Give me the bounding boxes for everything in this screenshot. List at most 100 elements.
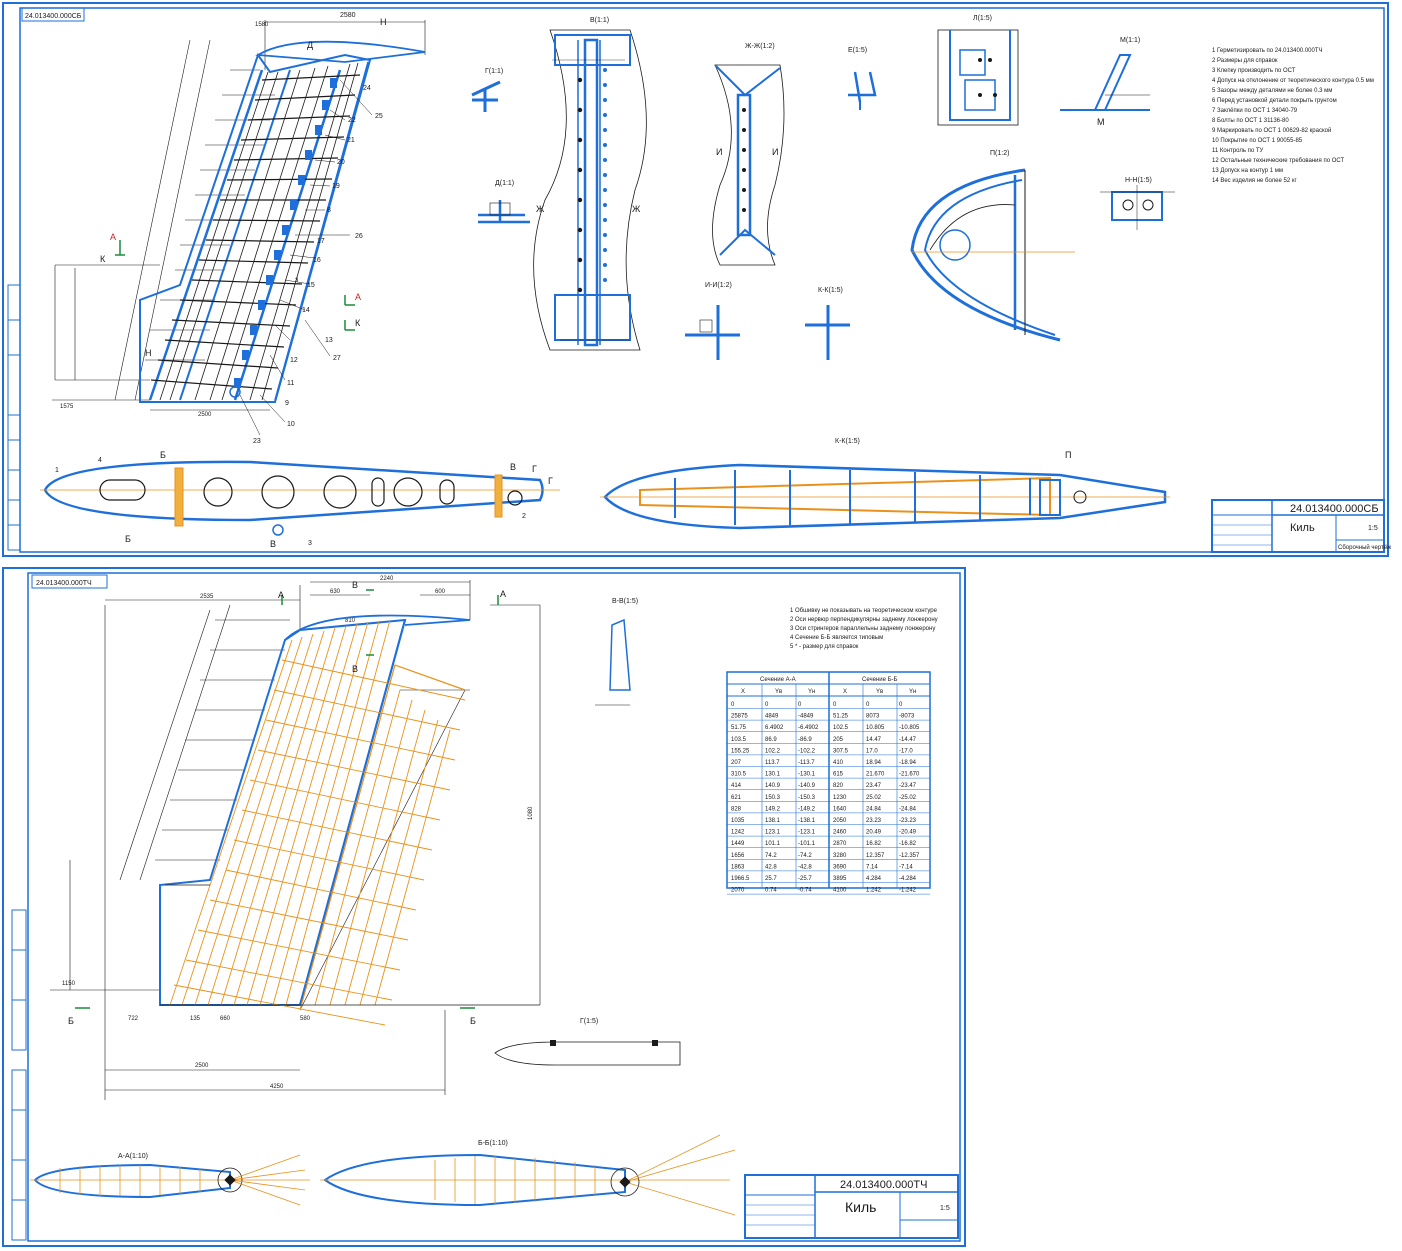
table-cell: 828 (731, 806, 742, 812)
callout-13: 13 (325, 337, 333, 344)
callout-1: 1 (55, 467, 59, 474)
table-cell: 307.5 (833, 748, 849, 754)
sheet-1-inner-border (19, 7, 1385, 553)
dim-1080: 1080 (528, 806, 534, 820)
table-cell: 12.357 (866, 853, 885, 859)
table-cell: 18.94 (866, 760, 882, 766)
table-cell: 25.7 (765, 876, 777, 882)
dim-2500: 2500 (195, 1063, 209, 1069)
table-cell: -6.4902 (798, 725, 819, 731)
dim-2500: 2500 (198, 412, 212, 418)
section-letter-a: А (110, 232, 116, 242)
note-8: 8 Болты по ОСТ 1 31136-80 (1212, 118, 1289, 124)
dim-1575: 1575 (60, 404, 74, 410)
sheet-1-corner-stamp (21, 7, 85, 22)
note2-2: 2 Оси нервюр перпендикулярны заднему лон… (790, 617, 938, 623)
table-cell: 17.0 (866, 748, 878, 754)
table-cell: -25.02 (899, 795, 917, 801)
view-label-vv: В-В(1:5) (612, 598, 638, 605)
view-label-aa: А-А(1:10) (118, 1153, 148, 1160)
section-letter-p: П (1065, 450, 1071, 460)
detail-g-sheet2: Г(1:5) (494, 1018, 681, 1066)
detail-g-view: Г(1:1) (471, 68, 503, 112)
dim-2535: 2535 (200, 594, 214, 600)
sheet-1-corner-code: 24.013400.000СБ (25, 13, 82, 20)
table-cell: 615 (833, 772, 844, 778)
table-cell: 16.82 (866, 841, 882, 847)
callout-10: 10 (287, 421, 295, 428)
table-cell: 42.8 (765, 864, 777, 870)
dim-4250: 4250 (270, 1084, 284, 1090)
callout-3: 3 (295, 278, 299, 284)
section-letter-zh-right: Ж (632, 204, 641, 214)
table-header-cell: X (843, 689, 847, 695)
table-cell: -20.49 (899, 830, 917, 836)
table-cell: -4.284 (899, 876, 917, 882)
note-5: 5 Зазоры между деталями не более 0.3 мм (1212, 88, 1332, 94)
table-cell: 410 (833, 760, 844, 766)
dim-660: 660 (220, 1016, 231, 1022)
table-cell: -8073 (899, 714, 915, 720)
sheet-2-corner-code: 24.013400.000ТЧ (36, 580, 92, 587)
detail-zh-view: Ж-Ж(1:2) И И (712, 43, 785, 266)
dim-2580: 2580 (340, 12, 356, 19)
table-cell: 25875 (731, 714, 748, 720)
table-header-cell: Yн (909, 689, 916, 695)
table-cell: 24.84 (866, 806, 882, 812)
table-cell: 14.47 (866, 737, 882, 743)
note2-5: 5 * - размер для справок (790, 644, 859, 650)
table-cell: 23.23 (866, 818, 882, 824)
table-cell: 0 (765, 702, 769, 708)
detail-m-view: М(1:1) М (1060, 37, 1150, 127)
table-cell: 2870 (833, 841, 847, 847)
note-13: 13 Допуск на контур 1 мм (1212, 168, 1283, 174)
table-cell: -4849 (798, 714, 814, 720)
table-cell: 123.1 (765, 830, 781, 836)
table-header-cell: X (741, 689, 745, 695)
callout-24: 24 (363, 85, 371, 92)
table-cell: -23.47 (899, 783, 917, 789)
view-label-l: Л(1:5) (973, 15, 992, 22)
table-cell: 0 (899, 702, 903, 708)
table-cell: 4.284 (866, 876, 882, 882)
table-cell: -21.670 (899, 772, 920, 778)
section-letter-b-left: Б (68, 1016, 74, 1026)
table-cell: 51.75 (731, 725, 747, 731)
section-letter-v-mid: В (352, 664, 358, 674)
table-cell: 103.5 (731, 737, 747, 743)
note-1: 1 Герметизировать по 24.013400.000ТЧ (1212, 48, 1323, 54)
table-cell: 207 (731, 760, 742, 766)
note-7: 7 Заклёпки по ОСТ 1 34040-79 (1212, 108, 1298, 114)
table-cell: 86.9 (765, 737, 777, 743)
table-cell: -74.2 (798, 853, 812, 859)
callout-11: 11 (287, 380, 294, 387)
sheet-1-outer-border (2, 2, 1389, 557)
detail-l-view: Л(1:5) (937, 15, 1019, 126)
table-cell: -101.1 (798, 841, 816, 847)
callout-9: 9 (285, 400, 289, 407)
table-cell: -10.805 (899, 725, 920, 731)
table-cell: 25.02 (866, 795, 882, 801)
table-cell: 101.1 (765, 841, 781, 847)
table-cell: 102.5 (833, 725, 849, 731)
section-letter-n: Н (145, 348, 152, 358)
table-cell: -14.47 (899, 737, 917, 743)
sheet-2-title-block: 24.013400.000ТЧ Киль 1:5 (744, 1174, 959, 1239)
section-letter-zh-left: Ж (536, 204, 545, 214)
callout-14: 14 (302, 307, 310, 314)
table-cell: 2070 (731, 888, 745, 894)
sheet-2-inner-border (27, 572, 961, 1242)
note-3: 3 Клепку производить по ОСТ (1212, 68, 1296, 74)
table-cell: 1242 (731, 830, 745, 836)
table-cell: 155.25 (731, 748, 750, 754)
view-label-p: П(1:2) (990, 150, 1009, 157)
callout-4: 4 (98, 457, 102, 464)
table-cell: 0 (798, 702, 802, 708)
table-cell: -12.357 (899, 853, 920, 859)
table-cell: -140.9 (798, 783, 816, 789)
note-10: 10 Покрытие по ОСТ 1 90055-85 (1212, 138, 1303, 144)
table-cell: 1.242 (866, 888, 882, 894)
section-a-airfoil: Б В Г Г Б В 3 3 4 1 2 (40, 278, 560, 549)
